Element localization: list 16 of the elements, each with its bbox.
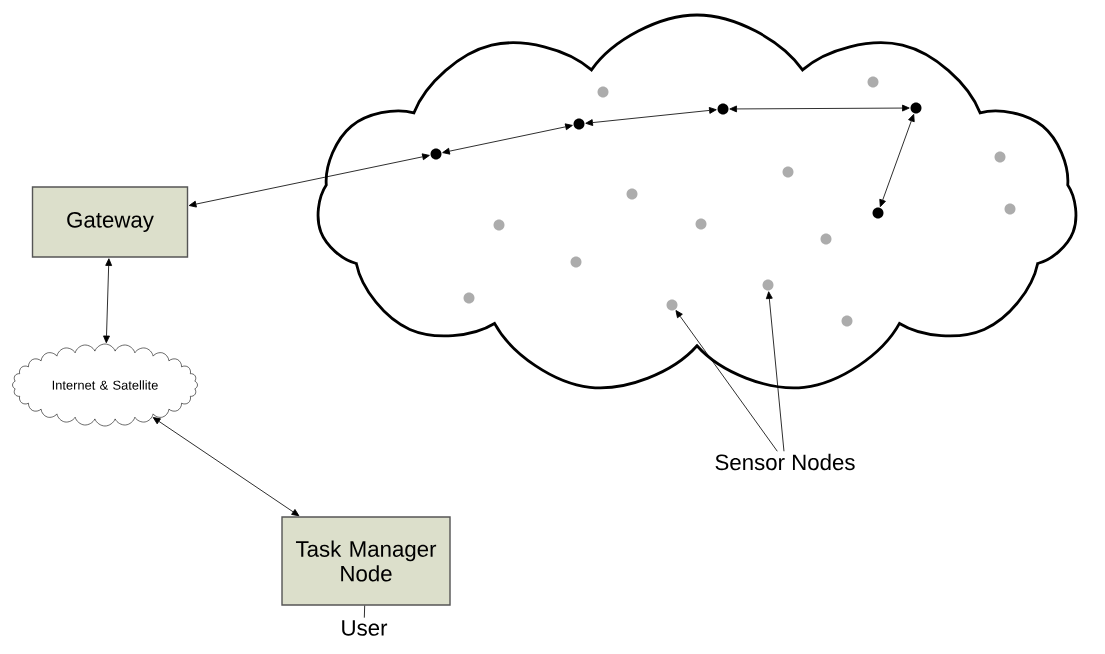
- connector-arrow: [879, 113, 915, 208]
- network-cloud: Internet & Satellite: [12, 343, 198, 427]
- connector-arrow: [103, 258, 113, 344]
- connector-arrow: [729, 104, 910, 113]
- text-label: User: [342, 620, 388, 636]
- connector-line: [363, 605, 366, 619]
- leader-line: [765, 291, 785, 452]
- process-box: Task Manager Node: [281, 516, 451, 606]
- text-label: Sensor Nodes: [715, 453, 855, 471]
- leader-line: [675, 310, 778, 452]
- process-box: Gateway: [31, 186, 189, 258]
- sensor-field-cloud: [316, 13, 1078, 390]
- connector-arrow: [442, 123, 573, 155]
- connector-arrow: [585, 107, 717, 126]
- connector-arrow: [152, 417, 300, 517]
- connector-arrow: [188, 153, 430, 208]
